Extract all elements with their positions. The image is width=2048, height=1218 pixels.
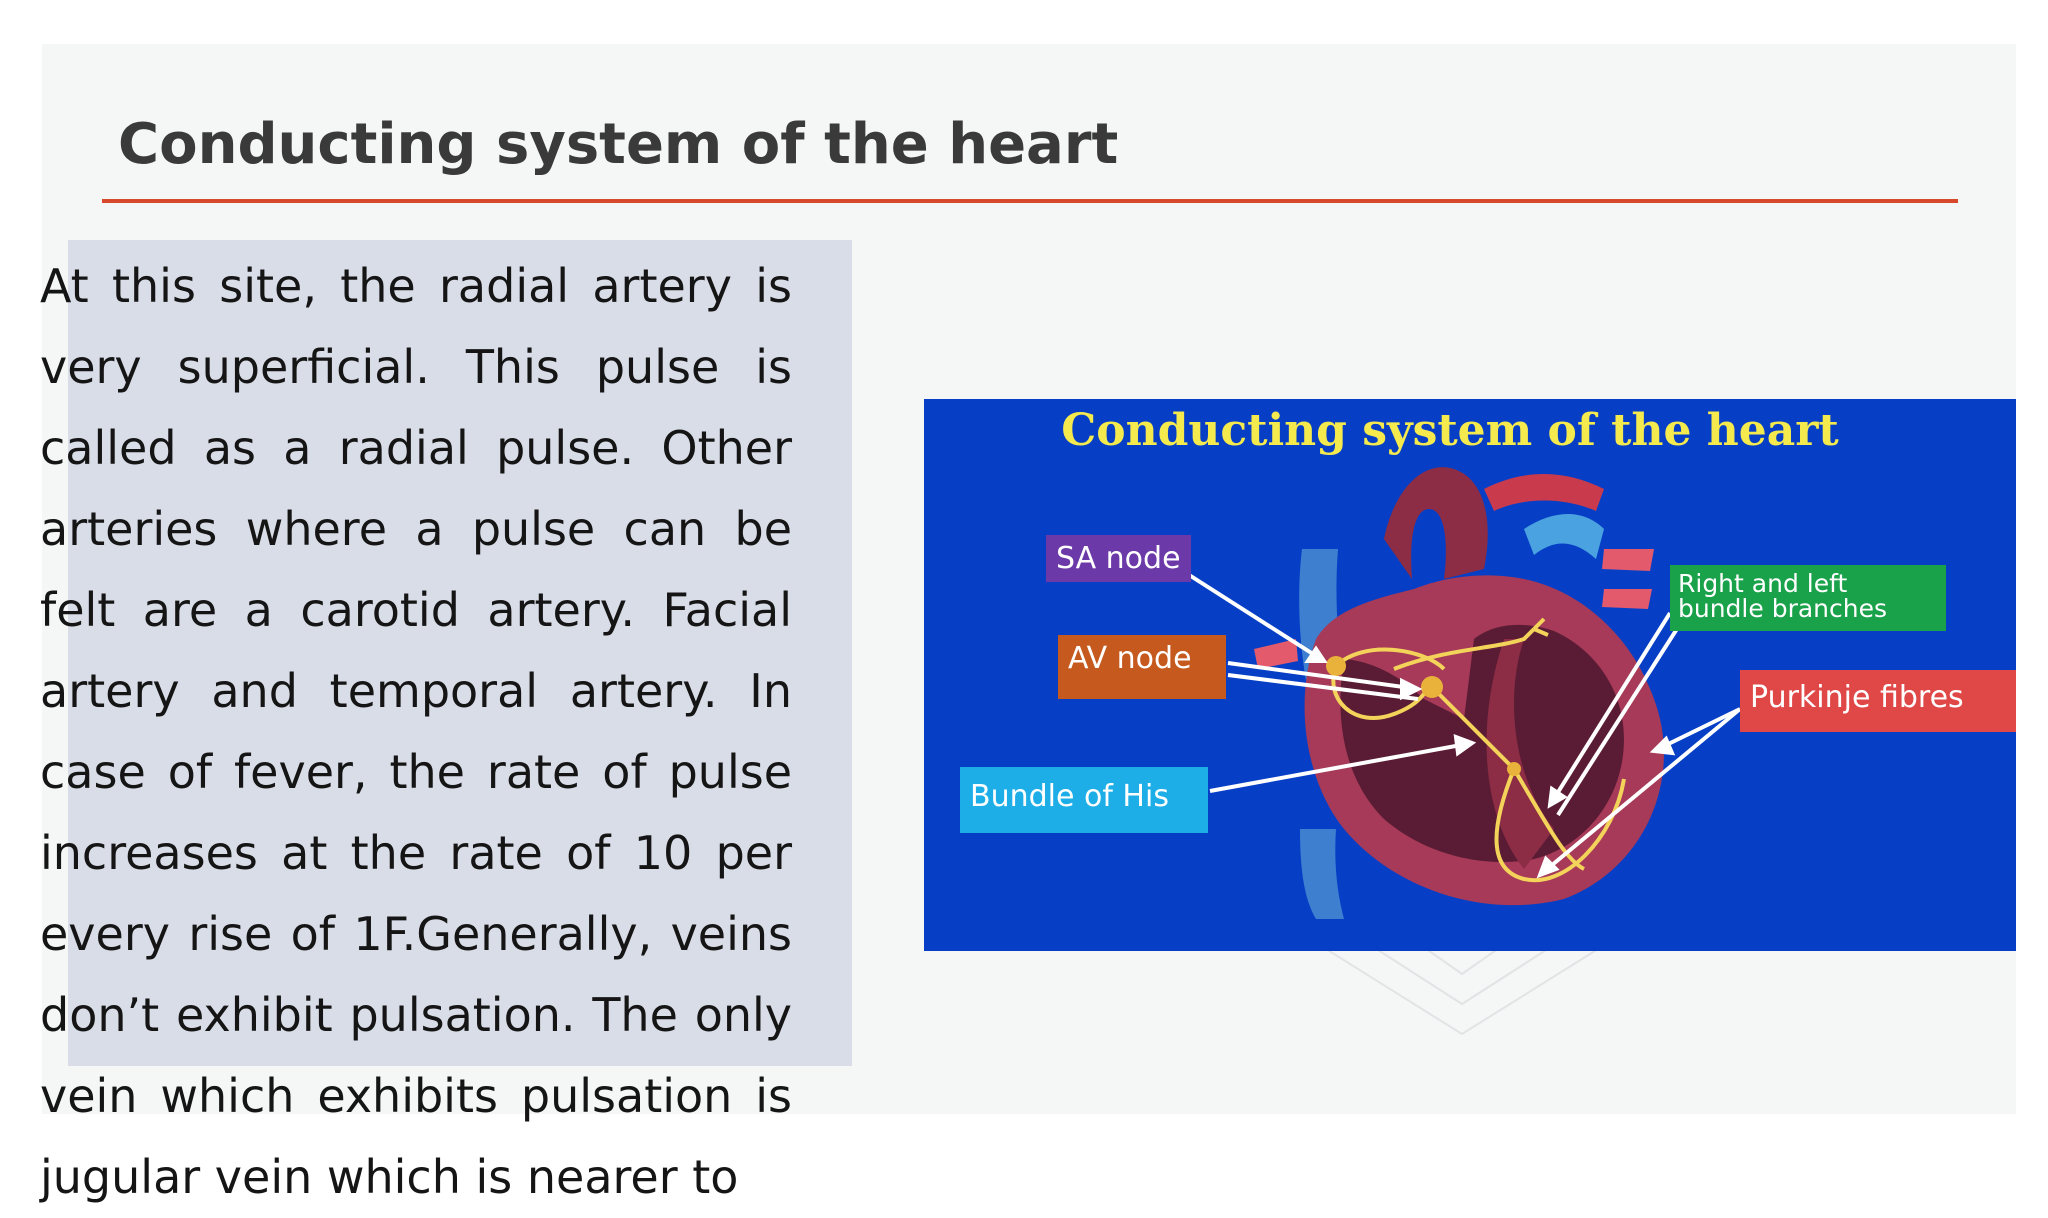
body-paragraph: At this site, the radial artery is very … (40, 259, 792, 1204)
label-bundle-of-his: Bundle of His (960, 767, 1208, 833)
figure-title: Conducting system of the heart (1061, 405, 1839, 456)
heart-conduction-figure: Conducting system of the heart SA node A… (924, 399, 2016, 951)
label-av-node: AV node (1058, 635, 1226, 699)
heart-illustration (1184, 467, 1742, 919)
label-purkinje-fibres: Purkinje fibres (1740, 670, 2016, 732)
slide: Conducting system of the heart (42, 44, 2016, 1114)
text-box-background (68, 240, 852, 1066)
label-sa-node: SA node (1046, 535, 1191, 582)
title-underline (102, 199, 1958, 203)
label-bundle-branches: Right and left bundle branches (1670, 565, 1946, 631)
slide-title: Conducting system of the heart (118, 112, 1119, 177)
